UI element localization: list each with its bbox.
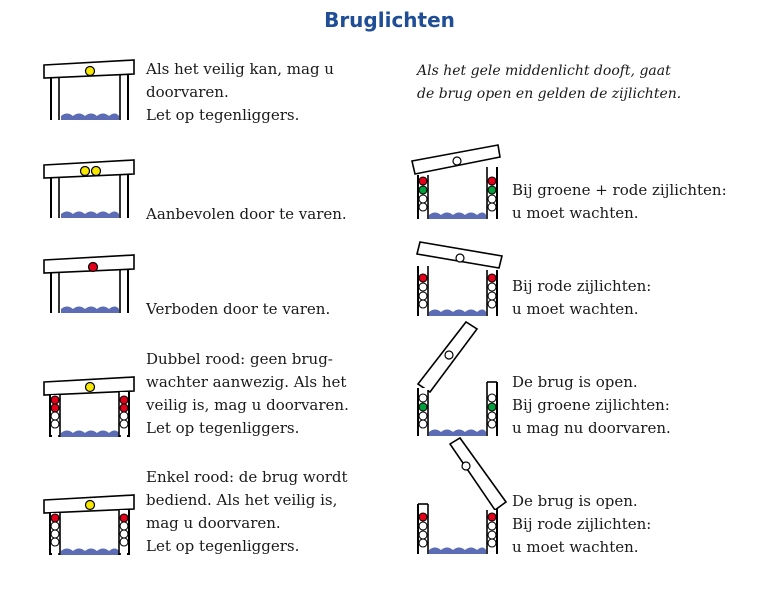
text-line: u moet wachten. (512, 538, 639, 556)
single-yellow-light-icon (43, 59, 135, 120)
text-line: bediend. Als het veilig is, (146, 491, 338, 509)
left-text-2: Aanbevolen door te varen. (146, 203, 347, 226)
left-text-3: Verboden door te varen. (146, 298, 330, 321)
text-line: Let op tegenliggers. (146, 419, 300, 437)
text-line: Dubbel rood: geen brug- (146, 350, 333, 368)
text-line: u moet wachten. (512, 204, 639, 222)
left-text-5: Enkel rood: de brug wordt bediend. Als h… (146, 466, 348, 558)
text-line: De brug is open. (512, 373, 638, 391)
red-side-lights-icon (416, 241, 503, 316)
text-line: De brug is open. (512, 492, 638, 510)
text-line: doorvaren. (146, 83, 229, 101)
text-line: Bij groene + rode zijlichten: (512, 181, 727, 199)
double-yellow-light-icon (43, 159, 135, 218)
left-text-4: Dubbel rood: geen brug- wachter aanwezig… (146, 348, 349, 440)
page-title: Bruglichten (324, 8, 455, 32)
text-line: Als het veilig kan, mag u (146, 60, 334, 78)
intro-line: de brug open en gelden de zijlichten. (417, 86, 682, 102)
right-text-3: De brug is open. Bij groene zijlichten: … (512, 371, 671, 440)
red-light-icon (43, 254, 135, 313)
text-line: Bij rode zijlichten: (512, 277, 652, 295)
double-red-yellow-icon (43, 376, 135, 437)
text-line: Bij groene zijlichten: (512, 396, 670, 414)
text-line: u mag nu doorvaren. (512, 419, 671, 437)
right-text-4: De brug is open. Bij rode zijlichten: u … (512, 490, 651, 559)
right-text-1: Bij groene + rode zijlichten: u moet wac… (512, 179, 727, 225)
red-green-side-lights-icon (411, 144, 501, 219)
text-line: u moet wachten. (512, 300, 639, 318)
text-line: wachter aanwezig. Als het (146, 373, 347, 391)
intro-text: Als het gele middenlicht dooft, gaat de … (417, 60, 681, 106)
left-text-1: Als het veilig kan, mag u doorvaren. Let… (146, 58, 334, 127)
text-line: Verboden door te varen. (146, 300, 331, 318)
text-line: Enkel rood: de brug wordt (146, 468, 348, 486)
right-text-2: Bij rode zijlichten: u moet wachten. (512, 275, 651, 321)
text-line: Aanbevolen door te varen. (146, 205, 347, 223)
text-line: Bij rode zijlichten: (512, 515, 652, 533)
bridge-open-red-icon (417, 436, 508, 554)
text-line: veilig is, mag u doorvaren. (146, 396, 349, 414)
bridge-open-green-icon (416, 320, 498, 436)
text-line: mag u doorvaren. (146, 514, 281, 532)
single-red-yellow-icon (43, 494, 135, 555)
text-line: Let op tegenliggers. (146, 537, 300, 555)
text-line: Let op tegenliggers. (146, 106, 300, 124)
intro-line: Als het gele middenlicht dooft, gaat (417, 63, 671, 79)
